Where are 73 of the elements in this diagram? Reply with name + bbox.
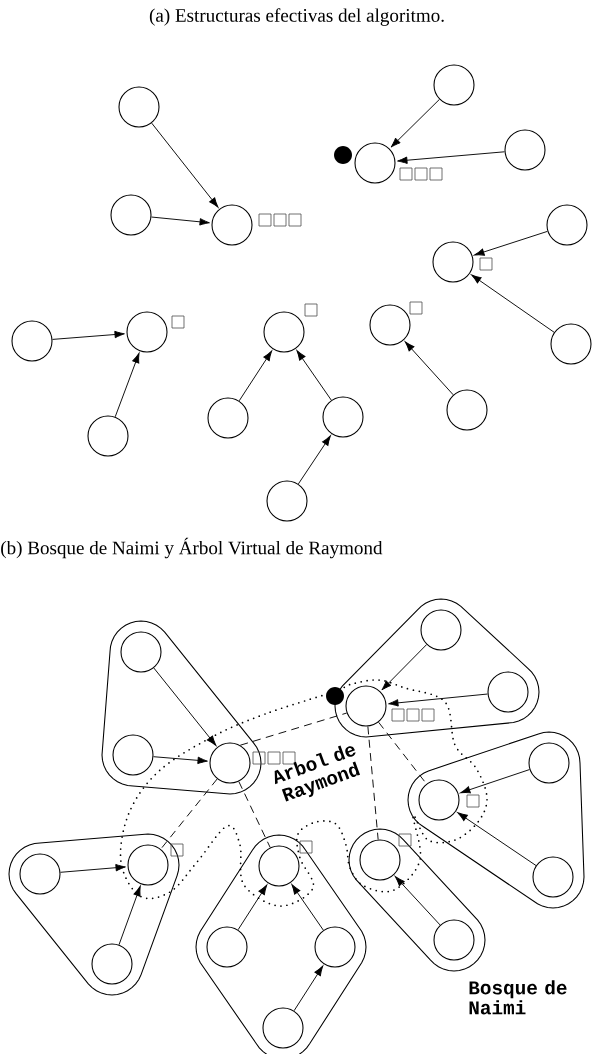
node-circle	[209, 742, 251, 784]
arrow	[381, 644, 428, 691]
node-circle	[546, 204, 588, 246]
node-circle	[112, 734, 154, 776]
arrow	[471, 274, 555, 333]
node-circle	[446, 389, 488, 431]
node-circle	[432, 241, 474, 283]
tree-outline	[8, 833, 180, 996]
node-circle	[87, 415, 129, 457]
arrow	[397, 151, 505, 164]
node-circle	[345, 685, 387, 727]
node-circle	[258, 845, 300, 887]
arrow	[291, 884, 324, 931]
node-circle	[120, 631, 162, 673]
arrow	[150, 216, 210, 226]
arrow	[296, 350, 332, 401]
arrow	[118, 885, 141, 946]
arrow	[237, 884, 268, 931]
arrow	[151, 122, 219, 208]
node-circle	[314, 926, 356, 968]
dashed-line	[239, 712, 348, 746]
node-circle	[369, 304, 411, 346]
node-circle	[532, 856, 574, 898]
node-circle	[211, 204, 253, 246]
node-circle	[359, 839, 401, 881]
node-circle	[433, 919, 475, 961]
dashed-line	[367, 726, 379, 841]
arrow	[390, 98, 440, 148]
tree-label: Bosque de Naimi	[469, 980, 567, 1015]
arrow	[474, 230, 548, 256]
node-circle	[263, 311, 305, 353]
caption: (a) Estructuras efectivas del algoritmo.	[149, 8, 444, 26]
node-circle	[550, 323, 592, 365]
node-circle	[528, 742, 570, 784]
arrow	[52, 330, 125, 340]
node-circle	[354, 142, 396, 184]
node-circle	[266, 480, 308, 522]
arrow	[114, 352, 140, 418]
node-circle	[11, 320, 53, 362]
node-circle	[487, 671, 529, 713]
arrow	[460, 769, 530, 794]
node-circle	[19, 853, 61, 895]
arrow	[293, 965, 324, 1012]
arrow	[388, 693, 489, 707]
node-circle	[126, 311, 168, 353]
tree-outline	[195, 834, 367, 1054]
node-circle	[433, 64, 475, 106]
node-circle	[207, 397, 249, 439]
tree-outline	[101, 620, 262, 795]
node-circle	[110, 194, 152, 236]
node-circle	[420, 609, 462, 651]
tree-outline	[407, 731, 585, 909]
caption: (b) Bosque de Naimi y Árbol Virtual de Raymond	[1, 537, 383, 559]
dashed-line	[238, 781, 271, 848]
tree-outline	[348, 828, 486, 972]
node-circle	[322, 396, 364, 438]
arrow	[457, 812, 537, 866]
arrow	[153, 756, 208, 765]
node-circle	[91, 943, 133, 985]
node-circle	[127, 844, 169, 886]
node-circle	[262, 1007, 304, 1049]
arrow	[153, 667, 217, 746]
arrow	[297, 435, 331, 485]
node-circle	[418, 779, 460, 821]
arrow	[238, 350, 273, 402]
dashed-line	[378, 721, 427, 785]
arrow	[394, 876, 441, 926]
arrow	[404, 341, 454, 396]
node-circle	[206, 926, 248, 968]
tree-outline	[334, 598, 540, 738]
node-circle	[504, 129, 546, 171]
node-circle	[118, 86, 160, 128]
arrow	[60, 864, 126, 873]
